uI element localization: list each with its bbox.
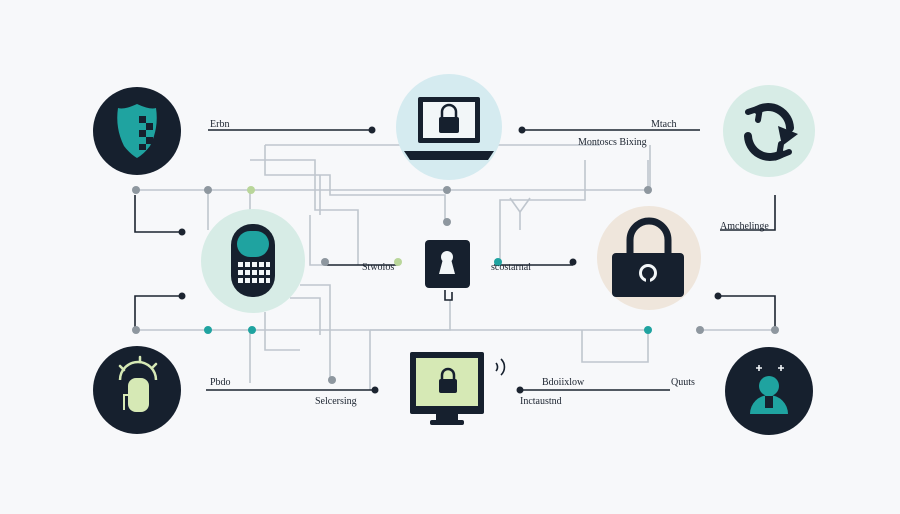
keyhole-icon xyxy=(439,251,455,274)
label-bottom-left-2: Selcersing xyxy=(315,396,357,407)
label-bottom-center: Bdoiixlow xyxy=(542,377,585,388)
shield-node[interactable] xyxy=(93,87,181,175)
label-top-center: Montoscs Bixing xyxy=(578,137,647,148)
connector-dots xyxy=(132,126,779,394)
label-bottom-center-2: Inctaustnd xyxy=(520,396,562,407)
diagram-labels: Erbn Montoscs Bixing Mtach Stwoios scost… xyxy=(210,119,769,407)
label-top-right: Mtach xyxy=(651,119,677,130)
user-lock-node[interactable] xyxy=(725,347,813,435)
label-mid-left: Stwoios xyxy=(362,262,394,273)
label-right-upper: Amchelinge xyxy=(720,221,769,232)
label-mid-center: scostarnal xyxy=(491,262,531,273)
monitor-node[interactable] xyxy=(410,352,506,425)
label-bottom-left: Pbdo xyxy=(210,377,231,388)
label-bottom-right: Quuts xyxy=(671,377,695,388)
monitor-lock-icon xyxy=(410,352,506,425)
shield-icon xyxy=(117,104,157,158)
phone-keypad-icon xyxy=(231,224,275,297)
user-lock-icon xyxy=(750,365,788,414)
touch-icon xyxy=(118,355,158,412)
phone-node[interactable] xyxy=(201,209,305,313)
padlock-node[interactable] xyxy=(597,206,701,310)
padlock-icon xyxy=(612,217,684,297)
bracket-lines xyxy=(134,129,776,391)
laptop-node[interactable] xyxy=(396,74,502,180)
sync-node[interactable] xyxy=(723,85,815,177)
keyhole-node[interactable] xyxy=(425,240,470,288)
fingerprint-node[interactable] xyxy=(93,346,181,434)
arrow-head xyxy=(778,126,798,146)
refresh-arrows-icon xyxy=(744,103,794,161)
label-top-left: Erbn xyxy=(210,119,229,130)
laptop-lock-icon xyxy=(404,97,494,160)
